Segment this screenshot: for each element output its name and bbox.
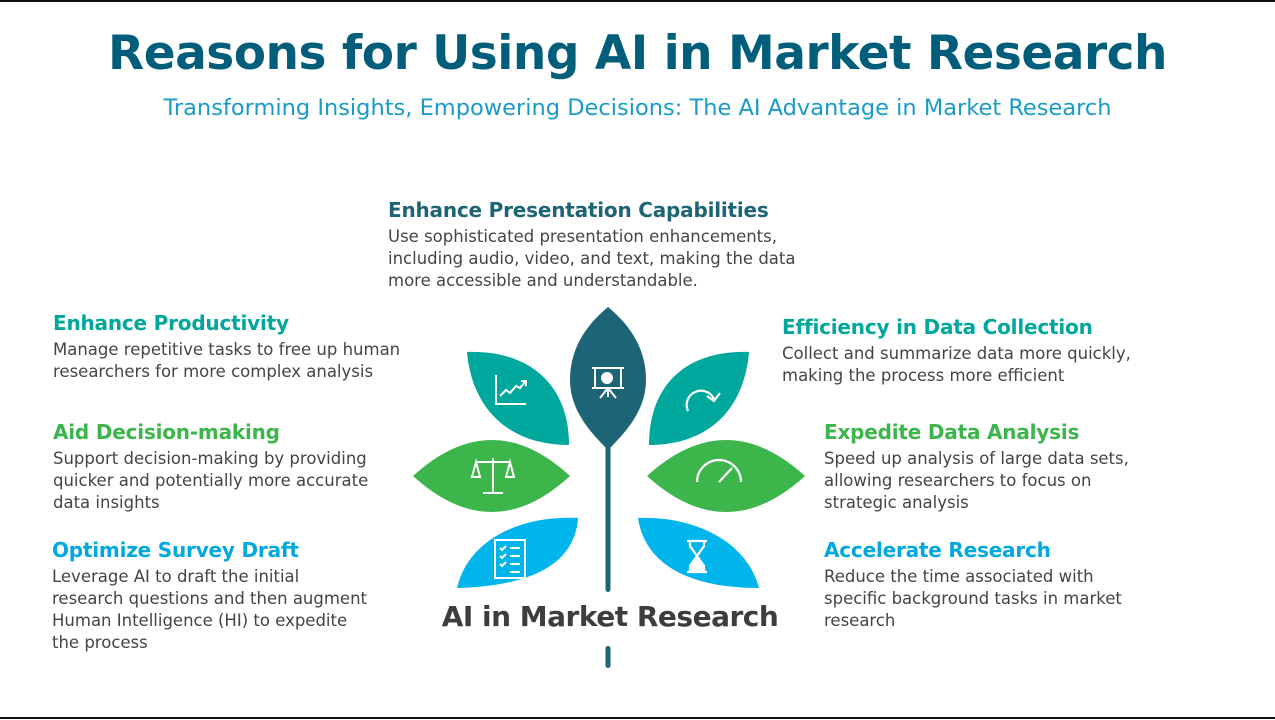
item-enhance-productivity: Enhance Productivity Manage repetitive t… [53,311,400,383]
refresh-arrow-icon [685,389,721,412]
item-optimize-survey-draft: Optimize Survey Draft Leverage AI to dra… [52,538,367,654]
stem-base [605,646,611,668]
item-text-line: more accessible and understandable. [388,271,698,290]
item-text-line: data insights [53,493,160,512]
item-accelerate-research: Accelerate Research Reduce the time asso… [824,538,1122,632]
item-text-line: quicker and potentially more accurate [53,471,369,490]
growth-chart-icon [495,375,527,405]
checklist-icon [494,539,526,579]
item-text-line: specific background tasks in market [824,589,1122,608]
item-expedite-data-analysis: Expedite Data Analysis Speed up analysis… [824,420,1129,514]
center-label: AI in Market Research [441,600,779,633]
item-heading: Aid Decision-making [53,420,280,444]
item-text-line: Speed up analysis of large data sets, [824,449,1129,468]
presentation-chart-icon [592,367,624,399]
item-text-line: Use sophisticated presentation enhanceme… [388,227,777,246]
leaf-productivity [467,351,569,445]
stem [605,440,611,592]
item-heading: Optimize Survey Draft [52,538,299,562]
item-text-line: research questions and then augment [52,589,368,608]
item-heading: Enhance Presentation Capabilities [388,198,769,222]
page-title: Reasons for Using AI in Market Research [108,26,1168,81]
top-border [0,0,1275,2]
item-text-line: Leverage AI to draft the initial [52,567,300,586]
item-aid-decision-making: Aid Decision-making Support decision-mak… [53,420,368,514]
item-text-line: the process [52,633,148,652]
item-heading: Accelerate Research [824,538,1051,562]
leaf-decision [413,440,570,512]
item-text-line: Support decision-making by providing [53,449,367,468]
page-subtitle: Transforming Insights, Empowering Decisi… [163,95,1112,121]
balance-scale-icon [470,458,516,494]
item-efficiency-data-collection: Efficiency in Data Collection Collect an… [782,315,1131,387]
item-text-line: Human Intelligence (HI) to expedite [52,611,348,630]
item-text-line: Collect and summarize data more quickly, [782,344,1131,363]
bottom-border [0,717,1275,719]
item-heading: Expedite Data Analysis [824,420,1080,444]
item-text-line: making the process more efficient [782,366,1065,385]
leaf-survey [457,517,578,588]
item-heading: Efficiency in Data Collection [782,315,1093,339]
leaf-data-collection [649,351,749,445]
item-text-line: including audio, video, and text, making… [388,249,796,268]
item-text-line: research [824,611,896,630]
item-text-line: Manage repetitive tasks to free up human [53,340,401,359]
item-enhance-presentation: Enhance Presentation Capabilities Use so… [388,198,796,292]
item-text-line: Reduce the time associated with [824,567,1094,586]
hourglass-icon [687,539,707,574]
item-text-line: strategic analysis [824,493,969,512]
item-text-line: allowing researchers to focus on [824,471,1092,490]
speedometer-icon [695,458,743,483]
item-text-line: researchers for more complex analysis [53,362,374,381]
item-heading: Enhance Productivity [53,311,289,335]
